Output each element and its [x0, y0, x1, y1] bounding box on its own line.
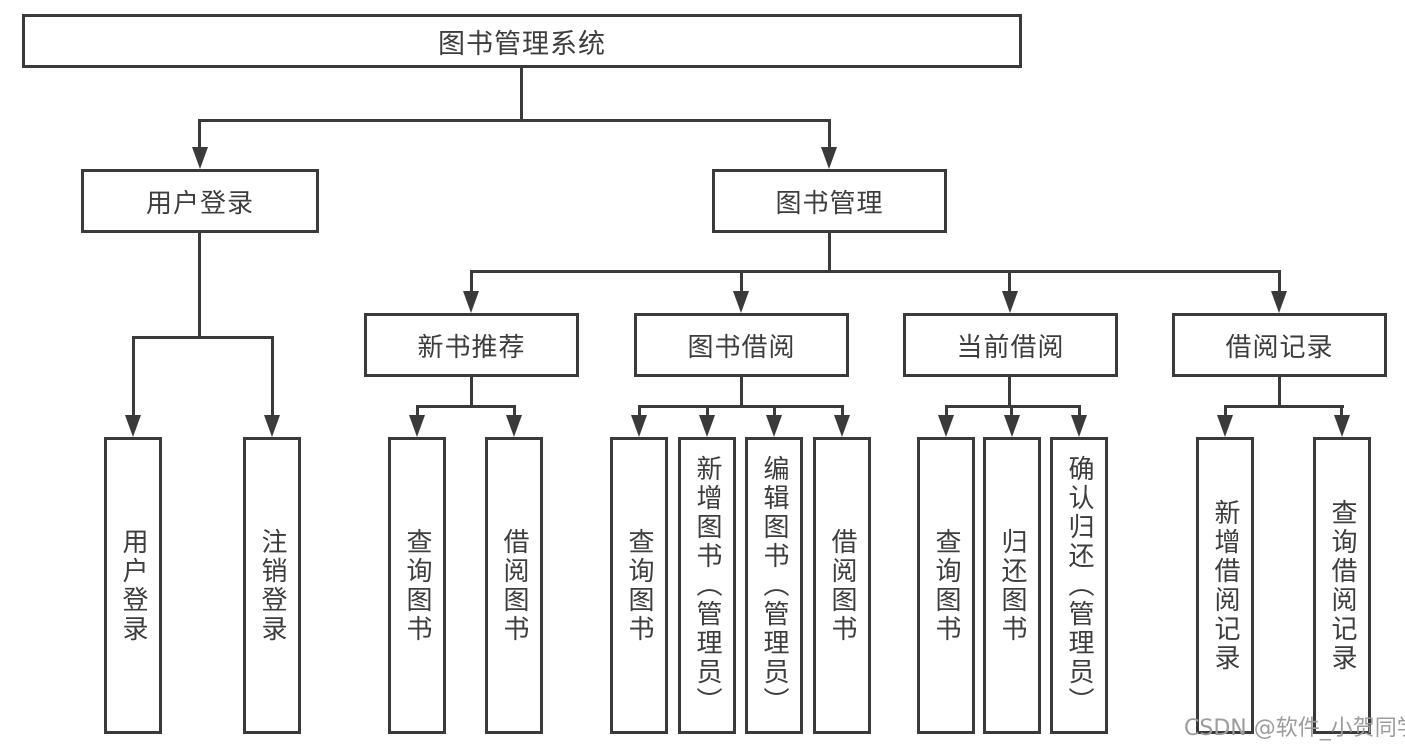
- arrow-down-icon: [834, 415, 850, 437]
- arrow-down-icon: [733, 291, 749, 313]
- node-new-book-recommend: 新书推荐: [364, 313, 579, 377]
- leaf-label: 确认归还（管理员）: [1064, 455, 1094, 716]
- arrow-down-icon: [264, 415, 280, 437]
- connector-user-login-split: [132, 336, 274, 339]
- leaf-confirm-return-admin: 确认归还（管理员）: [1050, 437, 1108, 734]
- arrow-down-icon: [125, 415, 141, 437]
- connector-book-management-split: [470, 270, 1281, 273]
- leaf-label: 新增借阅记录: [1210, 498, 1240, 673]
- connector-leg: [513, 405, 516, 415]
- node-label: 新书推荐: [417, 332, 526, 363]
- leaf-label: 查询借阅记录: [1327, 498, 1357, 673]
- leaf-label: 查询图书: [624, 527, 654, 644]
- watermark-text: CSDN @软件_小贺同学: [1184, 716, 1405, 741]
- connector-leg: [638, 405, 641, 415]
- connector-leg: [1224, 405, 1227, 415]
- leaf-edit-book-admin: 编辑图书（管理员）: [745, 437, 803, 734]
- connector-leg: [706, 405, 709, 415]
- connector-new-book-split: [416, 405, 516, 408]
- connector-user-login-stem: [198, 233, 201, 336]
- connector-leg: [1340, 405, 1343, 415]
- leaf-label: 注销登录: [257, 527, 287, 644]
- connector-leg-book-management: [828, 119, 831, 147]
- leaf-label: 借阅图书: [827, 527, 857, 644]
- leaf-logout: 注销登录: [243, 437, 301, 734]
- arrow-down-icon: [1071, 415, 1087, 437]
- connector-borrowing-records-split: [1224, 405, 1344, 408]
- node-label: 图书管理系统: [438, 28, 606, 60]
- connector-leg: [945, 405, 948, 415]
- leaf-borrow-books-borrowing: 借阅图书: [813, 437, 871, 734]
- arrow-down-icon: [463, 291, 479, 313]
- connector-leg: [416, 405, 419, 415]
- connector-root-stem: [520, 68, 523, 119]
- leaf-return-book: 归还图书: [983, 437, 1041, 734]
- arrow-down-icon: [631, 415, 647, 437]
- leaf-label: 归还图书: [997, 527, 1027, 644]
- node-user-login: 用户登录: [81, 169, 319, 233]
- arrow-down-icon: [699, 415, 715, 437]
- leaf-label: 编辑图书（管理员）: [759, 455, 789, 716]
- connector-leg-leaf-user-login: [132, 336, 135, 415]
- connector-book-management-stem: [828, 233, 831, 270]
- arrow-down-icon: [1002, 291, 1018, 313]
- connector-current-borrowing-stem: [1008, 377, 1011, 405]
- node-label: 图书管理: [775, 188, 884, 219]
- node-book-borrowing: 图书借阅: [634, 313, 849, 377]
- arrow-down-icon: [409, 415, 425, 437]
- leaf-borrow-books-recommend: 借阅图书: [485, 437, 543, 734]
- arrow-down-icon: [1334, 415, 1350, 437]
- connector-current-borrowing-split: [945, 405, 1081, 408]
- arrow-down-icon: [821, 147, 837, 169]
- connector-leg-user-login: [198, 119, 201, 147]
- node-borrowing-records: 借阅记录: [1172, 313, 1387, 377]
- leaf-add-borrow-record: 新增借阅记录: [1196, 437, 1254, 734]
- connector-new-book-stem: [470, 377, 473, 405]
- node-label: 当前借阅: [956, 332, 1065, 363]
- leaf-query-borrow-record: 查询借阅记录: [1313, 437, 1371, 734]
- node-label: 借阅记录: [1225, 332, 1334, 363]
- arrow-down-icon: [1004, 415, 1020, 437]
- node-current-borrowing: 当前借阅: [903, 313, 1118, 377]
- connector-book-borrowing-stem: [740, 377, 743, 405]
- leaf-query-books-borrowing: 查询图书: [610, 437, 668, 734]
- connector-leg: [841, 405, 844, 415]
- leaf-user-login: 用户登录: [104, 437, 162, 734]
- connector-leg-current-borrowing: [1008, 270, 1011, 291]
- connector-root-split: [198, 119, 831, 122]
- leaf-label: 借阅图书: [499, 527, 529, 644]
- leaf-label: 查询图书: [402, 527, 432, 644]
- leaf-query-books-recommend: 查询图书: [388, 437, 446, 734]
- leaf-label: 查询图书: [931, 527, 961, 644]
- arrow-down-icon: [1217, 415, 1233, 437]
- arrow-down-icon: [766, 415, 782, 437]
- connector-leg: [773, 405, 776, 415]
- leaf-query-books-current: 查询图书: [917, 437, 975, 734]
- leaf-label: 用户登录: [118, 527, 148, 644]
- connector-leg-book-borrowing: [740, 270, 743, 291]
- connector-leg: [1078, 405, 1081, 415]
- arrow-down-icon: [938, 415, 954, 437]
- connector-leg-leaf-logout: [271, 336, 274, 415]
- node-label: 用户登录: [145, 188, 254, 219]
- connector-leg-borrowing-records: [1278, 270, 1281, 291]
- arrow-down-icon: [506, 415, 522, 437]
- leaf-label: 新增图书（管理员）: [692, 455, 722, 716]
- connector-leg: [1010, 405, 1013, 415]
- node-book-management: 图书管理: [712, 169, 947, 233]
- connector-borrowing-records-stem: [1278, 377, 1281, 405]
- connector-leg-new-book: [470, 270, 473, 291]
- node-library-management-system: 图书管理系统: [22, 14, 1022, 68]
- leaf-add-book-admin: 新增图书（管理员）: [678, 437, 736, 734]
- connector-book-borrowing-split: [638, 405, 844, 408]
- node-label: 图书借阅: [687, 332, 796, 363]
- arrow-down-icon: [192, 147, 208, 169]
- arrow-down-icon: [1271, 291, 1287, 313]
